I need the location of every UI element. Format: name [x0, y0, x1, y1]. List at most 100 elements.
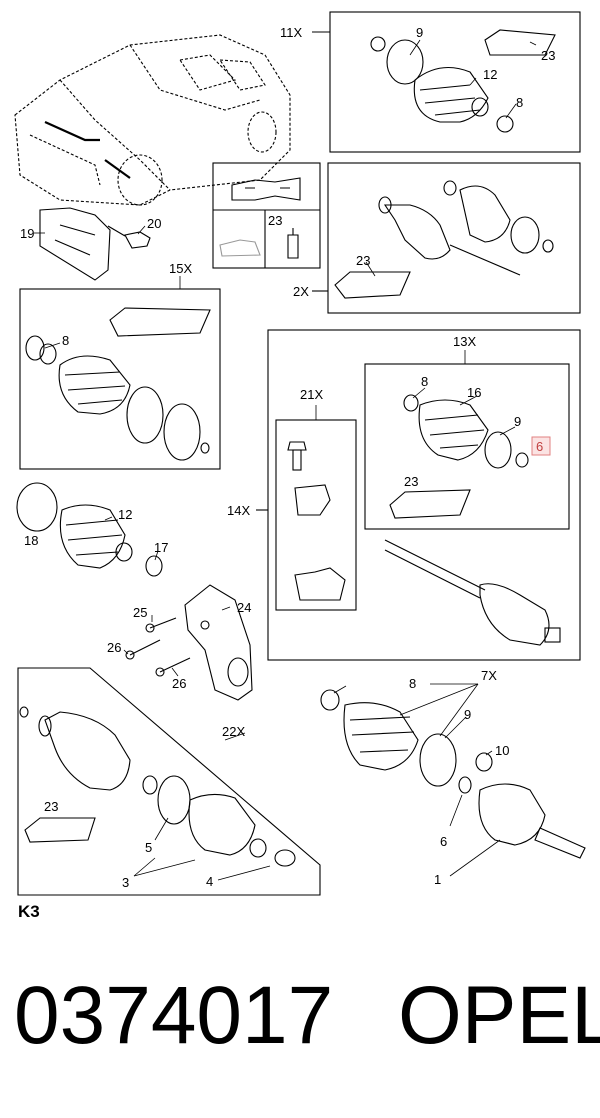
heat-shield-19 — [39, 207, 111, 281]
grease-pack-22x — [24, 817, 96, 843]
clamp-9-11x — [386, 39, 424, 85]
callout-24: 24 — [237, 600, 251, 615]
callout-6-7x: 6 — [440, 834, 447, 849]
callout-5: 5 — [145, 840, 152, 855]
clamp-13x-9 — [484, 431, 512, 469]
highlight-box-6 — [531, 436, 551, 456]
clamp-18 — [16, 482, 58, 532]
box-2x — [327, 162, 581, 314]
grease-pack-11x — [484, 29, 556, 56]
callout-12-loose: 12 — [118, 507, 132, 522]
boot-13x — [418, 399, 489, 461]
callout-23-22x: 23 — [44, 799, 58, 814]
callout-9: 9 — [416, 25, 423, 40]
callout-10: 10 — [495, 743, 509, 758]
clamp-8-7x — [320, 689, 340, 711]
clamp-8b-11x — [496, 115, 514, 133]
callout-23-2x: 23 — [356, 253, 370, 268]
clamp-15x-b — [39, 343, 57, 365]
joint-2x — [378, 196, 521, 276]
clamp-2x-c — [542, 239, 554, 253]
callout-8: 8 — [516, 95, 523, 110]
callout-8-15x: 8 — [62, 333, 69, 348]
callout-22x: 22X — [222, 724, 245, 739]
boot-12 — [59, 504, 133, 569]
callout-8-7x: 8 — [409, 676, 416, 691]
clamp-22x-b — [142, 775, 158, 795]
brand-name: OPEL — [398, 970, 600, 1061]
joint-22x — [38, 711, 131, 791]
callout-25: 25 — [133, 605, 147, 620]
clamp-13x-8 — [403, 394, 419, 412]
outer-joint-1 — [478, 783, 586, 859]
box-22x — [17, 667, 321, 896]
clamp-2x-b — [510, 216, 540, 254]
circlip-13x-6 — [515, 452, 529, 468]
callout-23-13x: 23 — [404, 474, 418, 489]
bolt-26b — [155, 657, 191, 677]
clamp-9-7x — [419, 733, 457, 787]
callout-9-13x: 9 — [514, 414, 521, 429]
boot-7x — [343, 702, 419, 771]
bolt-26a — [125, 639, 161, 660]
boot-15x — [58, 355, 131, 415]
clamp-15x-d — [163, 403, 201, 461]
part-number: 0374017 — [14, 970, 334, 1061]
leader-lines — [34, 39, 537, 881]
boot-2x — [459, 185, 511, 243]
clamp-17 — [145, 555, 163, 577]
callout-21x: 21X — [300, 387, 323, 402]
callout-9-7x: 9 — [464, 707, 471, 722]
bolt-20 — [107, 225, 151, 249]
car-illustration — [14, 34, 291, 206]
boot-11x — [413, 66, 489, 123]
bracket-24 — [184, 584, 253, 701]
clamp-2x-a — [443, 180, 457, 196]
callout-19: 19 — [20, 226, 34, 241]
clamp-15x-a — [25, 335, 45, 361]
callout-2x: 2X — [293, 284, 309, 299]
clamp-22x-d — [274, 849, 296, 867]
callout-26-a: 26 — [107, 640, 121, 655]
callout-23: 23 — [541, 48, 555, 63]
callout-26-b: 26 — [172, 676, 186, 691]
callout-6-highlighted: 6 — [536, 439, 543, 454]
callout-20: 20 — [147, 216, 161, 231]
callout-23-tool: 23 — [268, 213, 282, 228]
page-code: K3 — [18, 902, 40, 921]
clamp-22x-c — [157, 775, 191, 825]
grease-pack-13x — [389, 489, 471, 519]
bracket-21x-a — [294, 484, 331, 516]
circlip-6-7x — [458, 776, 472, 794]
callout-1: 1 — [434, 872, 441, 887]
callout-7x: 7X — [481, 668, 497, 683]
grease-pack-2x — [334, 271, 411, 299]
callout-15x: 15X — [169, 261, 192, 276]
callout-3: 3 — [122, 875, 129, 890]
bolt-25 — [145, 617, 177, 633]
box-13x — [364, 363, 570, 530]
box-15x — [19, 288, 221, 470]
driveshaft-14x — [384, 539, 561, 646]
callout-13x: 13X — [453, 334, 476, 349]
clamp-10-7x — [475, 752, 493, 772]
grease-pack-15x — [109, 307, 211, 337]
callout-4: 4 — [206, 874, 213, 889]
clamp-15x-c — [126, 386, 164, 444]
clamp-15x-e — [200, 442, 210, 454]
callout-16: 16 — [467, 385, 481, 400]
clamp-22x-a — [19, 706, 29, 718]
callout-11x: 11X — [280, 25, 302, 40]
bolt-21x — [287, 441, 307, 471]
callout-18: 18 — [24, 533, 38, 548]
boot-22x — [188, 793, 267, 858]
driveshaft-highlight-on-car — [44, 120, 131, 179]
box-14x — [267, 329, 581, 661]
callout-17: 17 — [154, 540, 168, 555]
box-11x — [329, 11, 581, 153]
bracket-21x-b — [294, 567, 346, 601]
callout-8-13x: 8 — [421, 374, 428, 389]
parts-diagram: 11X 9 23 12 8 19 20 23 23 2X 15X 8 13X 8… — [14, 11, 586, 896]
callout-12: 12 — [483, 67, 497, 82]
tool-icon-box — [212, 162, 321, 269]
